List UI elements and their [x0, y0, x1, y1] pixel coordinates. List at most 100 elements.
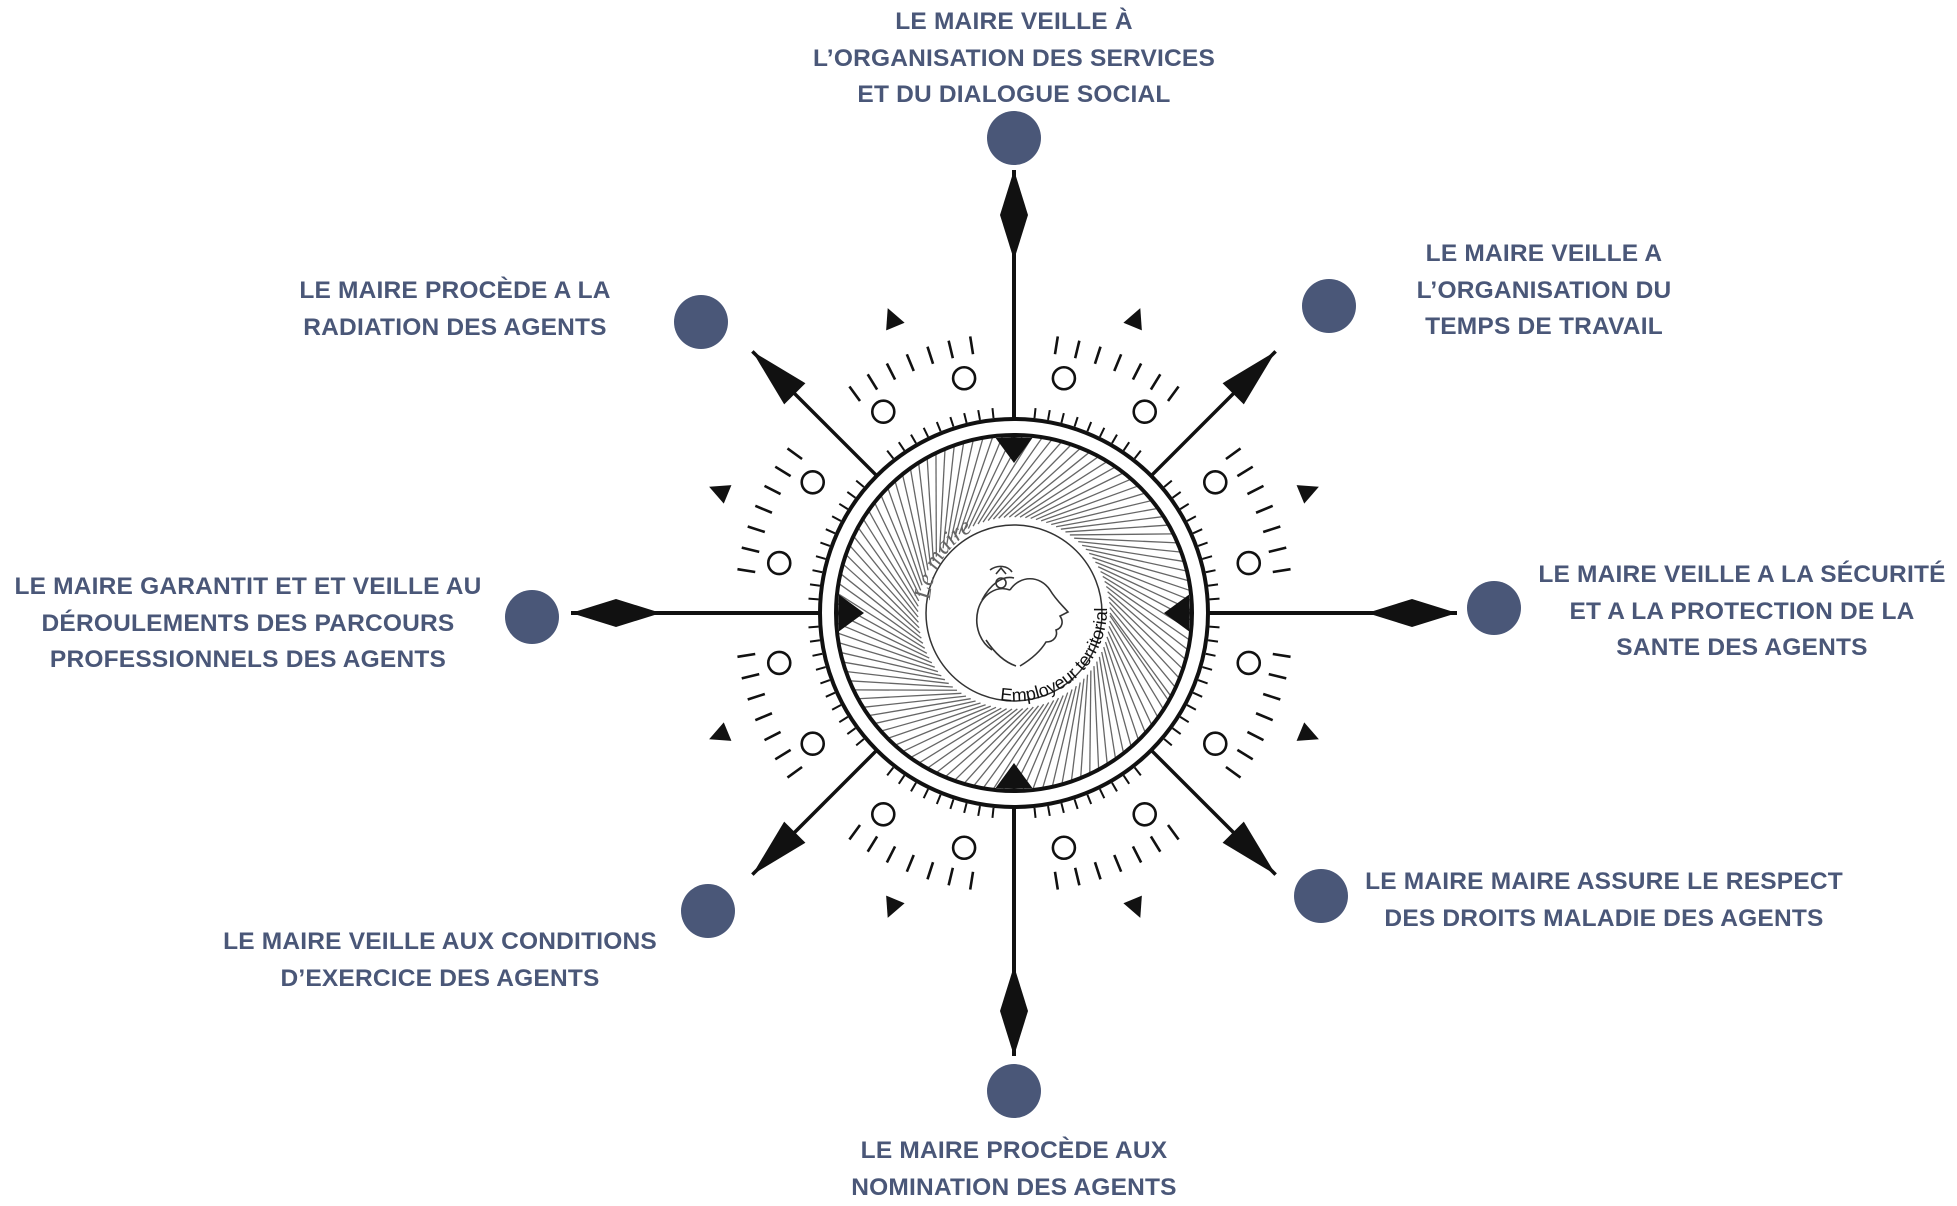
tick-mark: [1124, 775, 1130, 783]
tick-mark: [1112, 435, 1117, 444]
tick-mark: [1100, 428, 1104, 437]
tick-mark: [832, 705, 841, 710]
tick-mark: [907, 354, 914, 371]
tick-mark: [1114, 354, 1121, 371]
ring-circle: [872, 803, 894, 825]
tick-mark: [839, 717, 847, 722]
node-dot-south: [987, 1064, 1041, 1118]
ring-circle: [953, 837, 975, 859]
tick-mark: [1187, 705, 1196, 710]
node-dot-north-west: [674, 295, 728, 349]
tick-mark: [1263, 694, 1280, 700]
tick-mark: [970, 872, 973, 890]
tick-mark: [1273, 569, 1291, 572]
tick-mark: [1173, 492, 1181, 498]
tick-mark: [1133, 846, 1141, 862]
tick-mark: [868, 836, 877, 851]
tick-mark: [809, 599, 819, 600]
tick-mark: [1168, 386, 1179, 401]
tick-mark: [1034, 808, 1035, 818]
tick-mark: [1173, 728, 1181, 734]
tick-mark: [937, 795, 941, 804]
tick-mark: [1180, 504, 1188, 509]
tick-mark: [887, 846, 895, 862]
label-line: L’ORGANISATION DES SERVICES: [813, 41, 1215, 78]
tick-mark: [742, 674, 760, 678]
tick-mark: [820, 680, 829, 683]
tick-mark: [937, 422, 941, 431]
tick-mark: [1075, 799, 1078, 809]
tick-mark: [1164, 739, 1172, 745]
tick-mark: [1247, 486, 1263, 494]
tick-mark: [1075, 417, 1078, 427]
tick-mark: [810, 640, 820, 641]
tick-mark: [1237, 750, 1252, 759]
tick-mark: [826, 693, 835, 697]
tick-mark: [1226, 767, 1241, 778]
tick-mark: [847, 492, 855, 498]
tick-mark: [1198, 543, 1207, 546]
tick-mark: [810, 584, 820, 585]
tick-mark: [1208, 584, 1218, 585]
tick-mark: [1112, 783, 1117, 792]
node-dot-north-east: [1302, 279, 1356, 333]
label-line: LE MAIRE VEILLE A: [1417, 236, 1672, 273]
tick-mark: [1087, 795, 1091, 804]
tick-mark: [1206, 654, 1216, 656]
tick-mark: [899, 442, 905, 450]
tick-mark: [1198, 680, 1207, 683]
tick-mark: [849, 825, 860, 840]
tick-mark: [816, 667, 826, 670]
tick-mark: [1202, 667, 1212, 670]
arrow-head: [571, 599, 661, 627]
tick-mark: [1208, 640, 1218, 641]
tick-mark: [787, 448, 802, 459]
node-dot-east: [1467, 581, 1521, 635]
tick-mark: [1135, 451, 1141, 459]
tick-mark: [1075, 341, 1079, 359]
label-line: SANTE DES AGENTS: [1538, 630, 1945, 667]
tick-mark: [787, 767, 802, 778]
label-line: PROFESSIONNELS DES AGENTS: [14, 642, 481, 679]
triangle-marker: [709, 485, 731, 503]
arrow-head: [1000, 966, 1028, 1056]
tick-mark: [868, 374, 877, 389]
arrow-head: [1000, 170, 1028, 260]
tick-mark: [809, 627, 819, 628]
tick-mark: [964, 803, 966, 813]
tick-mark: [1263, 526, 1280, 532]
ring-circle: [802, 471, 824, 493]
tick-mark: [1055, 336, 1058, 354]
tick-mark: [775, 467, 790, 476]
tick-mark: [755, 506, 772, 513]
triangle-marker: [709, 722, 731, 740]
label-line: LE MAIRE GARANTIT ET ET VEILLE AU: [14, 569, 481, 606]
node-dot-south-west: [681, 884, 735, 938]
ring-circle: [1134, 803, 1156, 825]
tick-mark: [1273, 654, 1291, 657]
label-line: LE MAIRE VEILLE A LA SÉCURITÉ: [1538, 557, 1945, 594]
label-line: DES DROITS MALADIE DES AGENTS: [1365, 901, 1843, 938]
tick-mark: [1256, 506, 1273, 513]
tick-mark: [1061, 413, 1063, 423]
label-line: L’ORGANISATION DU: [1417, 273, 1672, 310]
tick-mark: [1247, 732, 1263, 740]
tick-mark: [992, 408, 993, 418]
tick-mark: [1100, 789, 1104, 798]
tick-mark: [1269, 674, 1287, 678]
ring-circle: [1204, 733, 1226, 755]
ring-circle: [1238, 552, 1260, 574]
tick-mark: [1180, 717, 1188, 722]
tick-mark: [816, 556, 826, 559]
label-line: LE MAIRE PROCÈDE AUX: [851, 1133, 1176, 1170]
tick-mark: [949, 341, 953, 359]
tick-mark: [1210, 599, 1220, 600]
ring-circle: [872, 401, 894, 423]
label-line: LE MAIRE PROCÈDE A LA: [299, 273, 610, 310]
tick-mark: [1075, 868, 1079, 886]
